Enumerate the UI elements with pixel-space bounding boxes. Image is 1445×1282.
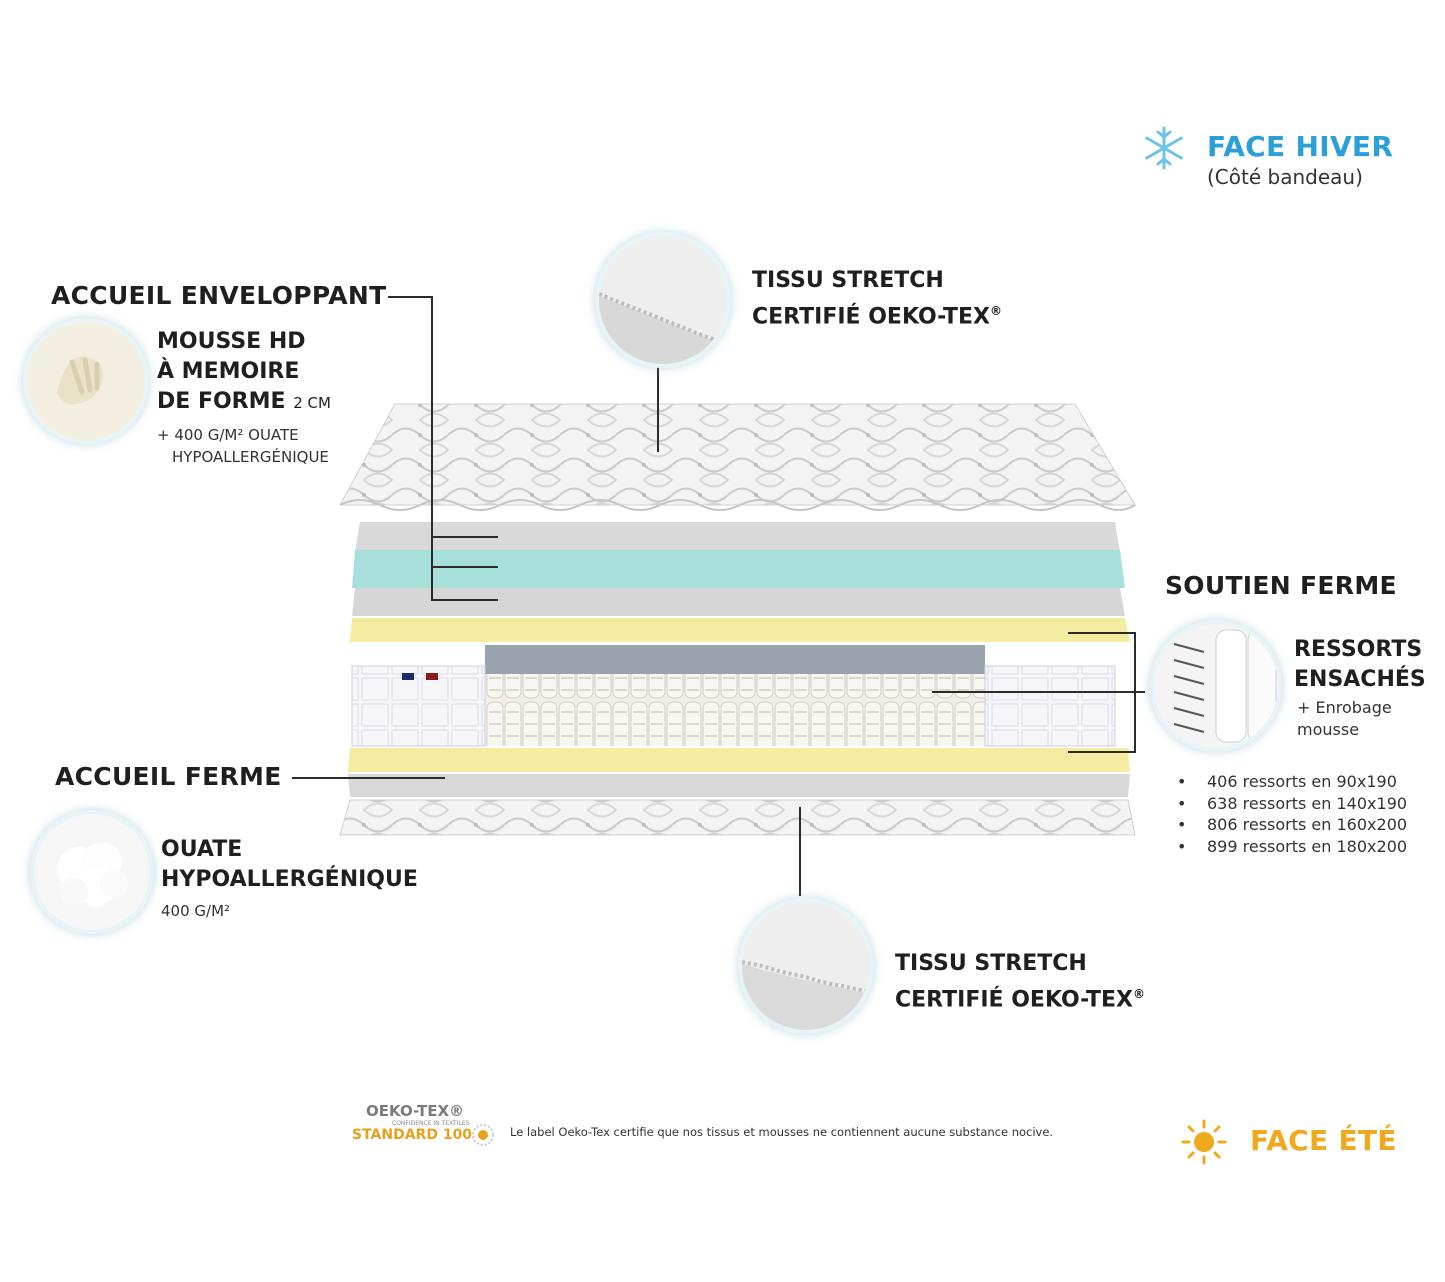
oekotex-seal-icon [472, 1124, 494, 1146]
memory-foam-thickness: 2 CM [293, 394, 331, 412]
yellow-foam-layer-top [350, 618, 1130, 642]
memory-foam-line3: DE FORME 2 CM [157, 389, 331, 414]
pocket-springs-photo [1150, 620, 1282, 752]
top-fabric-line2: CERTIFIÉ OEKO-TEX® [752, 304, 1003, 330]
memory-foam-line1: MOUSSE HD [157, 329, 306, 354]
memory-foam-line2: À MEMOIRE [157, 359, 300, 384]
oekotex-logo-line1: OEKO-TEX® [366, 1102, 465, 1120]
oekotex-note: Le label Oeko-Tex certifie que nos tissu… [510, 1125, 1054, 1139]
springs-line2: ENSACHÉS [1294, 667, 1426, 692]
springs-line1: RESSORTS [1294, 637, 1423, 662]
bottom-fabric-line1: TISSU STRETCH [895, 951, 1087, 976]
wadding-line2: HYPOALLERGÉNIQUE [161, 867, 418, 892]
mattress-side-right [984, 665, 1116, 747]
memory-foam-layer [352, 550, 1125, 588]
leader-lines [292, 296, 1145, 896]
spring-count-item: 806 ressorts en 160x200 [1177, 814, 1407, 836]
spring-count-item: 638 ressorts en 140x190 [1177, 793, 1407, 815]
snowflake-icon [1140, 124, 1188, 172]
winter-subtitle: (Côté bandeau) [1207, 165, 1363, 189]
mattress-side-left [351, 665, 486, 747]
springs-extra2: mousse [1297, 720, 1360, 739]
bottom-quilted-panel [339, 799, 1136, 836]
accueil-enveloppant-title: ACCUEIL ENVELOPPANT [51, 281, 387, 310]
top-quilted-panel [339, 403, 1136, 506]
springs-extra1: + Enrobage [1297, 698, 1392, 717]
memory-foam-extra2: HYPOALLERGÉNIQUE [172, 448, 329, 466]
yellow-foam-layer-bottom [348, 748, 1130, 772]
bottom-fabric-line2: CERTIFIÉ OEKO-TEX® [895, 987, 1146, 1013]
pocket-springs [485, 674, 985, 746]
summer-title: FACE ÉTÉ [1250, 1124, 1397, 1157]
accueil-ferme-title: ACCUEIL FERME [55, 762, 282, 791]
wadding-photo [30, 810, 154, 934]
memory-foam-extra1: + 400 G/M² OUATE [157, 426, 299, 444]
spring-unit-back [485, 645, 985, 677]
memory-foam-photo [23, 318, 149, 444]
top-fabric-line1: TISSU STRETCH [752, 268, 944, 293]
soutien-ferme-title: SOUTIEN FERME [1165, 571, 1397, 600]
top-fabric-photo [595, 232, 731, 368]
oekotex-logo-line3: STANDARD 100 [352, 1127, 473, 1143]
flag-blue [402, 673, 414, 680]
spring-count-list: 406 ressorts en 90x190 638 ressorts en 1… [1177, 771, 1407, 857]
grey-foam-layer-bottom [348, 774, 1130, 797]
wadding-weight: 400 G/M² [161, 902, 231, 920]
oekotex-logo: OEKO-TEX® CONFIDENCE IN TEXTILES STANDAR… [352, 1102, 502, 1152]
spring-count-item: 899 ressorts en 180x200 [1177, 836, 1407, 858]
grey-foam-layer-top [355, 522, 1120, 552]
bottom-fabric-photo [738, 898, 874, 1034]
oekotex-logo-line2: CONFIDENCE IN TEXTILES [392, 1120, 470, 1127]
spring-count-item: 406 ressorts en 90x190 [1177, 771, 1407, 793]
sun-icon [1180, 1118, 1228, 1166]
wadding-line1: OUATE [161, 837, 243, 862]
grey-foam-layer-mid [352, 588, 1125, 616]
winter-title: FACE HIVER [1207, 130, 1394, 163]
flag-red [426, 673, 438, 680]
